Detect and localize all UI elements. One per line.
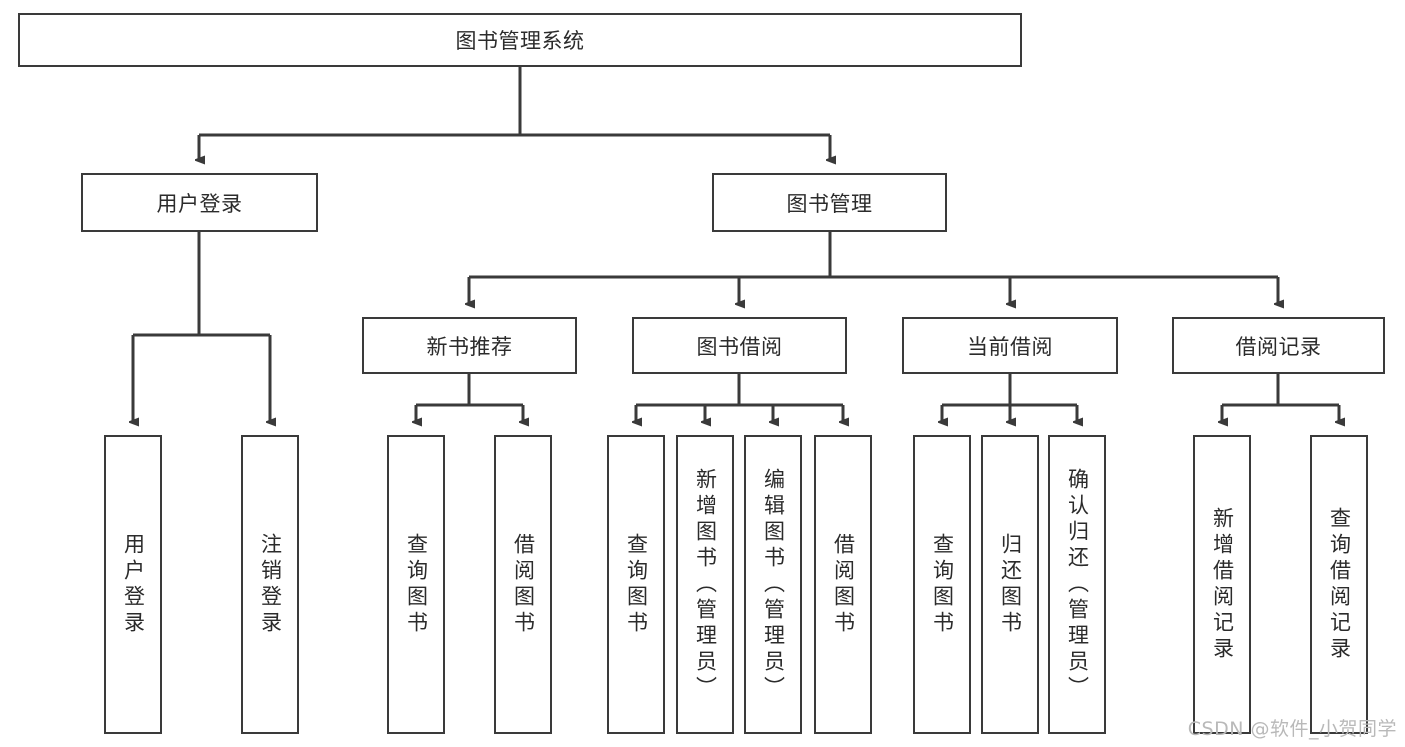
node-root-system[interactable]: 图书管理系统 bbox=[18, 13, 1022, 67]
node-borrow-record[interactable]: 借阅记录 bbox=[1172, 317, 1385, 374]
leaf-borrow-record-add[interactable]: 新增借阅记录 bbox=[1193, 435, 1251, 734]
node-book-borrow[interactable]: 图书借阅 bbox=[632, 317, 847, 374]
leaf-current-borrow-return[interactable]: 归还图书 bbox=[981, 435, 1039, 734]
node-label: 当前借阅 bbox=[967, 334, 1053, 359]
leaf-new-book-borrow[interactable]: 借阅图书 bbox=[494, 435, 552, 734]
node-label: 确认归还（管理员） bbox=[1065, 467, 1090, 702]
node-label: 查询图书 bbox=[930, 532, 955, 637]
leaf-book-borrow-borrow[interactable]: 借阅图书 bbox=[814, 435, 872, 734]
node-label: 借阅记录 bbox=[1235, 334, 1322, 359]
node-label: 查询借阅记录 bbox=[1327, 506, 1352, 663]
node-label: 新书推荐 bbox=[426, 334, 513, 359]
node-label: 用户登录 bbox=[156, 191, 243, 216]
node-label: 借阅图书 bbox=[511, 532, 536, 637]
leaf-user-login-login[interactable]: 用户登录 bbox=[104, 435, 162, 734]
node-label: 图书管理 bbox=[786, 191, 873, 216]
leaf-borrow-record-query[interactable]: 查询借阅记录 bbox=[1310, 435, 1368, 734]
node-book-management[interactable]: 图书管理 bbox=[712, 173, 947, 232]
leaf-book-borrow-edit[interactable]: 编辑图书（管理员） bbox=[744, 435, 802, 734]
node-label: 编辑图书（管理员） bbox=[761, 467, 786, 702]
watermark: CSDN @软件_小贺同学 bbox=[1187, 718, 1397, 740]
node-label: 新增图书（管理员） bbox=[693, 467, 718, 702]
leaf-user-login-logout[interactable]: 注销登录 bbox=[241, 435, 299, 734]
leaf-new-book-query[interactable]: 查询图书 bbox=[387, 435, 445, 734]
node-label: 查询图书 bbox=[404, 532, 429, 637]
node-label: 借阅图书 bbox=[831, 532, 856, 637]
node-label: 归还图书 bbox=[998, 532, 1023, 637]
leaf-book-borrow-add[interactable]: 新增图书（管理员） bbox=[676, 435, 734, 734]
node-label: 查询图书 bbox=[624, 532, 649, 637]
node-new-book-recommend[interactable]: 新书推荐 bbox=[362, 317, 577, 374]
node-label: 注销登录 bbox=[258, 532, 283, 637]
node-user-login[interactable]: 用户登录 bbox=[81, 173, 318, 232]
node-current-borrow[interactable]: 当前借阅 bbox=[902, 317, 1118, 374]
node-label: 用户登录 bbox=[121, 532, 146, 637]
leaf-book-borrow-query[interactable]: 查询图书 bbox=[607, 435, 665, 734]
node-label: 图书管理系统 bbox=[455, 29, 585, 53]
leaf-current-borrow-query[interactable]: 查询图书 bbox=[913, 435, 971, 734]
leaf-current-borrow-confirm-return[interactable]: 确认归还（管理员） bbox=[1048, 435, 1106, 734]
node-label: 图书借阅 bbox=[696, 334, 783, 359]
node-label: 新增借阅记录 bbox=[1210, 506, 1235, 663]
